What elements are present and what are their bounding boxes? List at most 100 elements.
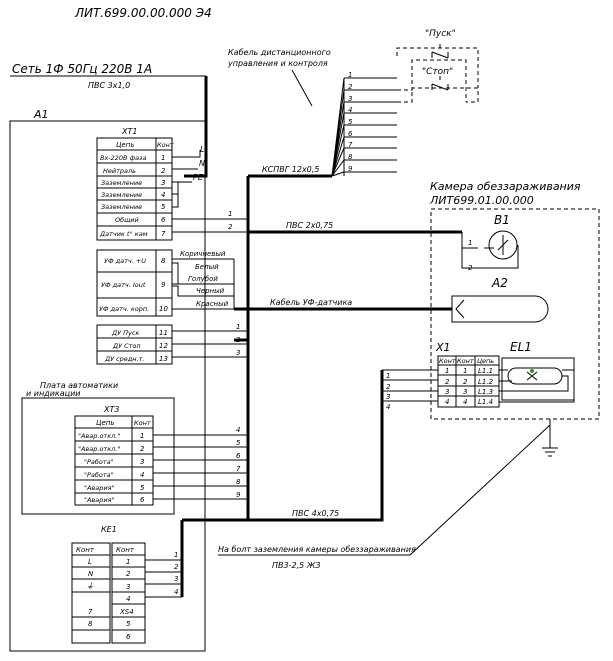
doc-code: ЛИТ.699.00.00.000 Э4 [74, 6, 212, 20]
ke1-left-row: L [88, 558, 92, 566]
xs4-title: ХS4 [119, 608, 134, 616]
xt1-table: Цепь Конт Вх-220В фаза 1 Нейтраль 2 Зазе… [96, 137, 174, 241]
b1-wire-num: 2 [228, 223, 233, 231]
uv-lamp-icon [499, 357, 575, 403]
x1-cell: L1.4 [478, 398, 493, 406]
ke1-right-table: Конт 1 2 3 4 ХS4 5 6 [111, 542, 146, 644]
xt1-du-table: ДУ Пуск 11 ДУ Стоп 12 ДУ средн.т. 13 [96, 324, 173, 365]
x1-wire-num: 1 [386, 372, 390, 380]
a1-label: А1 [33, 108, 49, 121]
x1-wire-num: 3 [386, 393, 390, 401]
start-button-label: "Пуск" [425, 29, 456, 39]
ke1-head-left: Конт [76, 546, 95, 554]
ground-icon: ⏚ [86, 582, 94, 591]
ke1-wire-num: 1 [174, 551, 178, 559]
x1-head: Конт [439, 357, 456, 365]
xt3-row-name: "Авария" [84, 496, 115, 504]
xt1-row-num: 3 [161, 179, 165, 187]
x1-wire-num: 4 [386, 403, 390, 411]
x1-cell: 3 [445, 388, 449, 396]
xt3-wire-num: 7 [236, 465, 241, 473]
wire-color: Красный [196, 300, 229, 308]
remote-terminal: 8 [348, 153, 353, 161]
x1-cell: 4 [445, 398, 449, 406]
temperature-sensor-icon [478, 230, 519, 269]
camera-title: Камера обеззараживания [430, 180, 581, 193]
board-frame [21, 397, 175, 515]
ke1-left-table: Конт L N ⏚ 7 8 [71, 542, 111, 644]
ke1-wire-num: 4 [174, 588, 178, 596]
remote-terminal: 2 [348, 83, 353, 91]
xt3-table: Цепь Конт "Авар.откл." 1 "Авар.откл." 2 … [74, 415, 154, 506]
wire-color: Черный [196, 287, 225, 295]
ke1-wire-num: 2 [174, 563, 179, 571]
xs4-row: 6 [126, 633, 131, 641]
xt1-row-num: 4 [161, 191, 165, 199]
wire-color: Белый [195, 263, 219, 271]
ground-bolt-label: На болт заземления камеры обеззараживани… [218, 545, 416, 554]
xt1-row-name: ДУ Пуск [111, 329, 139, 337]
xt1-row-num: 7 [161, 230, 166, 238]
x1-cell: L1.3 [478, 388, 493, 396]
xt1-uv-table: УФ датч. +U 8 УФ датч. Iout 9 УФ датч. к… [96, 249, 173, 317]
uv-sensor-icon [451, 295, 549, 323]
remote-cable-label: Кабель дистанционного [228, 48, 331, 57]
xt1-row-name: УФ датч. +U [104, 257, 146, 265]
xt3-wire-num: 9 [236, 491, 241, 499]
supply-mark-pe: PE [193, 173, 204, 182]
ke1-title: КЕ1 [101, 525, 117, 534]
x1-head: Цепь [477, 357, 494, 365]
pvs-2x075: ПВС 2х0,75 [286, 221, 333, 230]
ke1-right-row: 1 [126, 558, 130, 566]
board-label: Плата автоматики [40, 381, 118, 390]
xt1-row-num: 11 [159, 329, 168, 337]
xt3-wire-num: 8 [236, 478, 241, 486]
xt1-row-name: УФ датч. корп. [99, 305, 149, 313]
x1-wire-num: 2 [386, 383, 391, 391]
x1-cell: L1.1 [478, 367, 493, 375]
a1-frame [9, 120, 206, 652]
ke1-right-row: 2 [126, 570, 131, 578]
pvs-4x075: ПВС 4х0,75 [292, 509, 339, 518]
remote-cable-label: управления и контроля [227, 59, 328, 68]
xt3-row-num: 5 [140, 484, 145, 492]
xt3-title: ХТ3 [103, 405, 119, 414]
remote-terminal: 9 [348, 165, 353, 173]
x1-cell: 2 [445, 378, 450, 386]
xt1-head-circuit: Цепь [116, 141, 134, 149]
b1-label: В1 [494, 213, 510, 227]
xt1-row-name: Нейтраль [103, 167, 136, 175]
remote-terminal: 5 [348, 118, 353, 126]
x1-cell: 3 [463, 388, 467, 396]
xt3-row-num: 4 [140, 471, 144, 479]
xt1-row-name: Заземление [101, 203, 142, 211]
xt3-wire-num: 5 [236, 439, 241, 447]
xt1-row-num: 10 [159, 305, 168, 313]
xt1-row-num: 13 [159, 355, 168, 363]
el1-label: EL1 [510, 340, 532, 354]
ke1-wire-num: 3 [174, 575, 178, 583]
supply-cable: ПВС 3х1,0 [88, 81, 130, 90]
camera-frame [430, 208, 600, 420]
xt3-row-num: 2 [140, 445, 145, 453]
x1-cell: 4 [463, 398, 467, 406]
a2-label: А2 [491, 276, 508, 290]
remote-terminal-block: 1 2 3 4 5 6 7 8 9 [343, 71, 397, 176]
xt1-row-num: 12 [159, 342, 168, 350]
ke1-left-row: N [88, 570, 94, 578]
supply-label: Сеть 1Ф 50Гц 220В 1А [12, 62, 152, 76]
xt3-row-name: "Работа" [84, 458, 114, 466]
kspvg-label: КСПВГ 12х0,5 [262, 165, 319, 174]
xt3-head-contact: Конт [134, 419, 151, 427]
xt1-row-name: Заземление [101, 191, 142, 199]
ke1-right-row: 3 [126, 583, 130, 591]
wire-color: Коричневый [180, 250, 226, 258]
board-label: и индикации [26, 389, 80, 398]
xt1-row-num: 9 [161, 281, 166, 289]
stop-button-icon [431, 76, 449, 91]
remote-terminal: 3 [348, 95, 352, 103]
xt1-row-num: 5 [161, 203, 166, 211]
x1-cell: 2 [463, 378, 468, 386]
remote-terminal: 4 [348, 106, 352, 114]
